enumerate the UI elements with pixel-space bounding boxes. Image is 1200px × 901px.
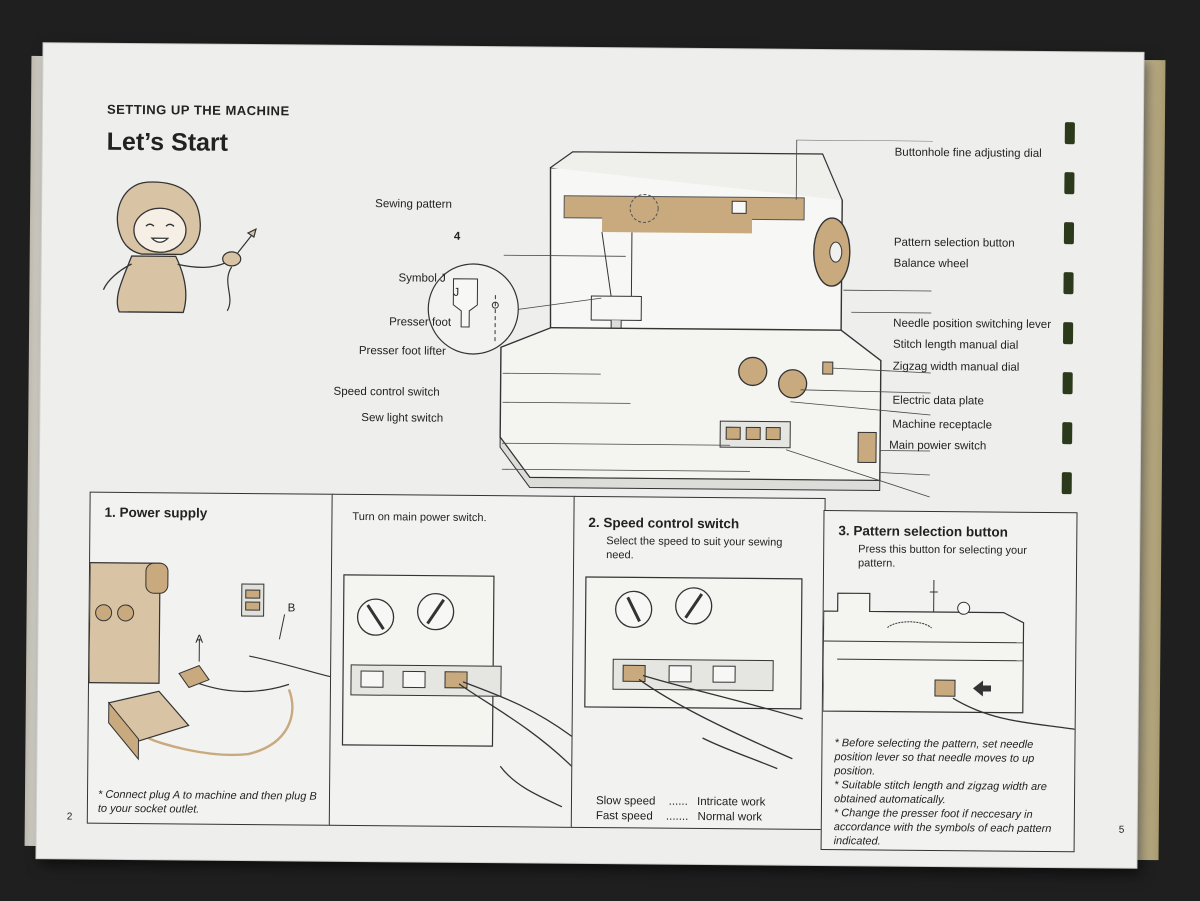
plug-a-label: A [195, 633, 204, 646]
symbol-digit-4: 4 [453, 230, 461, 243]
panel-main-switch: Turn on main power switch. [328, 493, 576, 828]
callout-presser-foot: Presser foot [389, 316, 452, 329]
main-switch-illustration [341, 574, 573, 808]
power-supply-illustration [88, 562, 332, 761]
speed-control-illustration [584, 576, 803, 770]
page-number-left: 2 [66, 811, 73, 823]
slow-speed-value: Intricate work [696, 795, 766, 809]
panel-power-supply-title: 1. Power supply [104, 504, 208, 521]
main-switch-text: Turn on main power switch. [352, 510, 487, 525]
callout-main-power-switch: Main powier switch [889, 439, 987, 453]
callout-sewing-pattern: Sewing pattern [375, 198, 452, 211]
slow-speed-row: Slow speed ...... Intricate work [596, 795, 766, 808]
pattern-note-3: * Change the presser foot if neccesary i… [833, 807, 1052, 848]
callout-electric-data-plate: Electric data plate [892, 394, 984, 408]
panel-power-supply: 1. Power supply A B * Connect plug A to … [86, 491, 334, 826]
panel-speed-control: 2. Speed control switch Select the speed… [570, 495, 826, 831]
callout-buttonhole-dial: Buttonhole fine adjusting dial [894, 146, 1042, 160]
pattern-note-1: * Before selecting the pattern, set need… [834, 737, 1035, 778]
plug-b-label: B [287, 602, 296, 615]
callout-sew-light-switch: Sew light switch [361, 412, 444, 425]
callout-balance-wheel: Balance wheel [893, 257, 969, 271]
symbol-digit-j: J [453, 286, 460, 299]
callout-stitch-length-dial: Stitch length manual dial [892, 338, 1019, 352]
pattern-note-2: * Suitable stitch length and zigzag widt… [833, 779, 1047, 806]
callout-speed-control-switch: Speed control switch [333, 385, 440, 399]
mascot-girl-illustration [102, 181, 257, 314]
callout-presser-foot-lifter: Presser foot lifter [358, 344, 446, 358]
callout-zigzag-width-dial: Zigzag width manual dial [892, 360, 1020, 374]
sewing-machine-diagram [427, 139, 933, 498]
callout-needle-position-lever: Needle position switching lever [893, 317, 1052, 332]
section-title: SETTING UP THE MACHINE [106, 101, 290, 119]
slow-speed-label: Slow speed [595, 795, 656, 808]
panel-pattern-selection: 3. Pattern selection button Press this b… [820, 510, 1078, 853]
pattern-selection-text: Press this button for selecting your pat… [858, 543, 1027, 570]
callout-pattern-selection-button: Pattern selection button [893, 236, 1015, 250]
page-number-right: 5 [1118, 824, 1125, 836]
panel-pattern-selection-title: 3. Pattern selection button [838, 523, 1008, 540]
pattern-selection-illustration [822, 580, 1075, 730]
speed-control-text: Select the speed to suit your sewing nee… [606, 535, 783, 562]
manual-page: SETTING UP THE MACHINE Let’s Start [36, 43, 1144, 868]
fast-speed-dots: ....... [665, 810, 689, 823]
panel-speed-control-title: 2. Speed control switch [588, 514, 740, 532]
callout-symbol-j: Symbol J [398, 272, 446, 285]
callout-machine-receptacle: Machine receptacle [892, 418, 993, 432]
power-supply-note: * Connect plug A to machine and then plu… [97, 788, 317, 816]
fast-speed-row: Fast speed ....... Normal work [596, 810, 762, 823]
fast-speed-value: Normal work [697, 810, 763, 824]
fast-speed-label: Fast speed [595, 810, 653, 823]
slow-speed-dots: ...... [668, 795, 688, 808]
